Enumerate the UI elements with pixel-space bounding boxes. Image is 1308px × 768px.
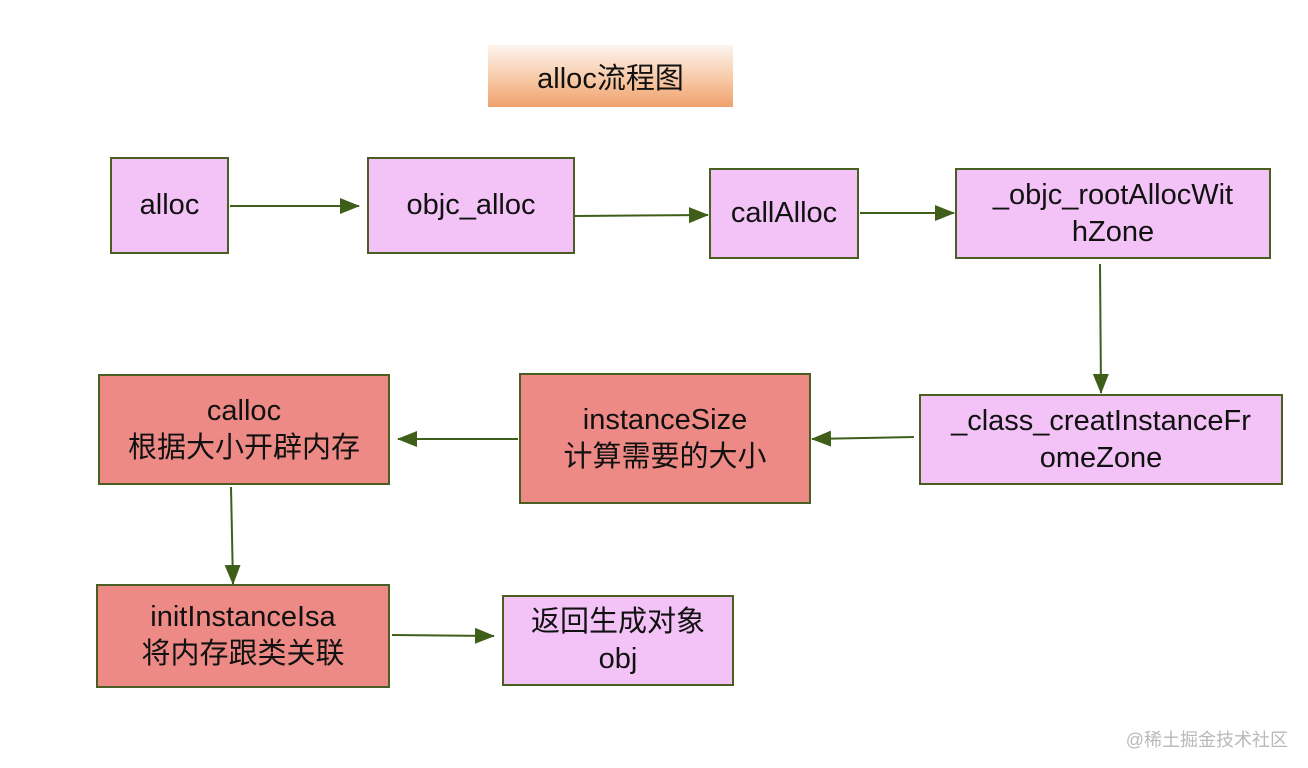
node-label: 将内存跟类关联 xyxy=(141,638,345,670)
arrow-calloc-to-initinstanceisa xyxy=(224,486,241,585)
arrow-objc-alloc-to-callalloc xyxy=(574,207,709,224)
node-return-obj: 返回生成对象 obj xyxy=(502,595,734,686)
node-label: 计算需要的大小 xyxy=(563,440,767,473)
watermark: @稀土掘金技术社区 xyxy=(1125,730,1288,750)
node-label: _class_creatInstanceFr xyxy=(951,404,1251,437)
arrow-rootalloc-to-createinstance xyxy=(1092,263,1109,394)
node-label: _objc_rootAllocWit xyxy=(992,178,1234,211)
node-objc-alloc: objc_alloc xyxy=(367,157,575,254)
arrow-createinstance-to-instancesize xyxy=(811,430,915,447)
node-label: instanceSize xyxy=(582,403,748,436)
node-label: 返回生成对象 xyxy=(530,605,705,638)
node-alloc: alloc xyxy=(110,157,229,254)
node-callalloc: callAlloc xyxy=(709,168,859,259)
node-label: objc_alloc xyxy=(406,189,536,221)
node-label: alloc xyxy=(139,189,200,221)
arrow-initinstanceisa-to-return xyxy=(391,627,495,644)
node-label: callAlloc xyxy=(730,197,838,229)
node-label: calloc xyxy=(206,394,282,427)
node-label: 根据大小开辟内存 xyxy=(127,431,360,464)
node-label: obj xyxy=(598,642,638,675)
node-class-createinstancefromzone: _class_creatInstanceFr omeZone xyxy=(919,394,1283,485)
node-objc-rootallocwithzone: _objc_rootAllocWit hZone xyxy=(955,168,1271,259)
node-instancesize: instanceSize 计算需要的大小 xyxy=(519,373,811,504)
node-calloc: calloc 根据大小开辟内存 xyxy=(98,374,390,485)
node-initinstanceisa: initInstanceIsa 将内存跟类关联 xyxy=(96,584,390,688)
node-label: hZone xyxy=(1071,215,1155,248)
node-label: omeZone xyxy=(1039,441,1163,474)
diagram-title: alloc流程图 xyxy=(488,45,733,107)
node-label: initInstanceIsa xyxy=(150,601,336,633)
